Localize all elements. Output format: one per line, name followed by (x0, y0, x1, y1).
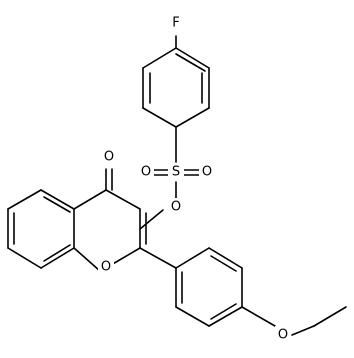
bond (313, 306, 347, 327)
bond (40, 189, 75, 210)
bond-layer (7, 35, 347, 336)
bond (142, 107, 177, 128)
bond (175, 53, 206, 72)
bond (175, 107, 210, 128)
bond (110, 247, 141, 266)
bond (43, 196, 71, 213)
ether-oxygen-label: O (278, 328, 288, 343)
sulfonyl-oxygen-right-label: O (202, 165, 212, 180)
bond (175, 47, 210, 69)
bond (7, 247, 42, 269)
ester-oxygen-atom: O (168, 198, 184, 216)
sulfur-label: S (172, 165, 180, 180)
fluorine-label: F (172, 16, 179, 31)
ring-oxygen-atom: O (98, 258, 114, 276)
bond (142, 47, 177, 69)
ring-oxygen-label: O (101, 260, 111, 275)
bond (175, 306, 210, 327)
bond (40, 247, 75, 269)
bond (73, 189, 107, 210)
ester-oxygen-label: O (171, 200, 181, 215)
fluorine-atom: F (169, 14, 183, 32)
bond (208, 247, 243, 269)
sulfonyl-oxygen-left-label: O (141, 165, 151, 180)
carbonyl-oxygen-atom: O (101, 148, 117, 166)
bond (291, 325, 315, 336)
bond (210, 303, 237, 320)
bond (105, 189, 141, 210)
sulfonyl-oxygen-left-atom: O (138, 163, 154, 181)
carbonyl-oxygen-label: O (104, 150, 114, 165)
ether-oxygen-atom: O (275, 326, 291, 344)
sulfur-atom: S (168, 163, 184, 181)
bond (139, 209, 164, 230)
bond (210, 255, 237, 272)
bond (7, 189, 42, 210)
bond (241, 306, 276, 327)
bond (139, 247, 177, 269)
atom-label-layer: F S O O O O (98, 14, 291, 344)
bond (43, 244, 71, 262)
bond (73, 247, 101, 272)
bond (208, 306, 243, 327)
sulfonyl-oxygen-right-atom: O (199, 163, 215, 181)
bond (175, 247, 210, 269)
